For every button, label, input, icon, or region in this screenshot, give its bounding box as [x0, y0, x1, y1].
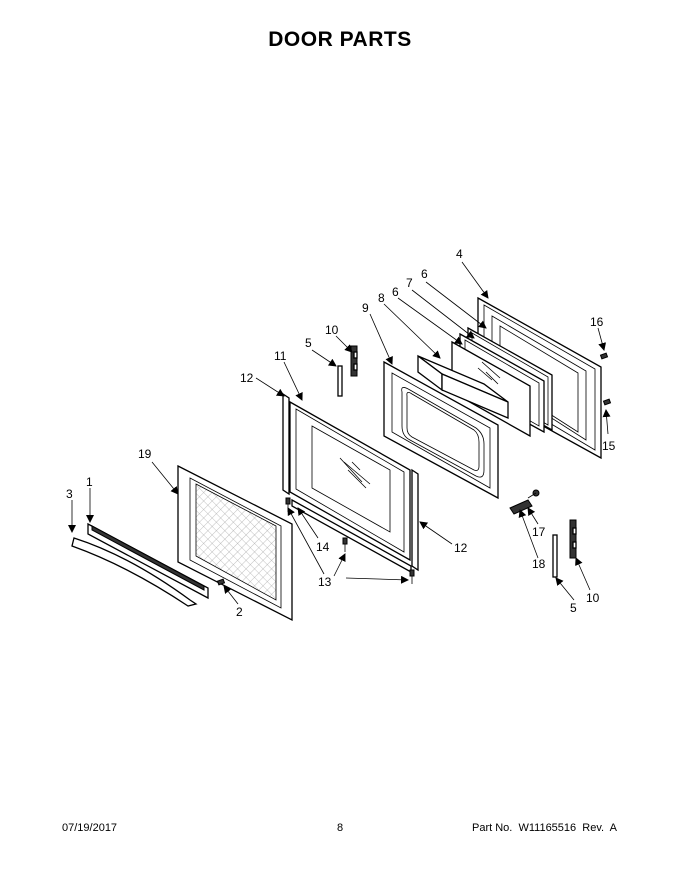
callout-14: 14 — [316, 540, 330, 554]
callout-16: 16 — [590, 315, 604, 329]
footer-page-number: 8 — [337, 822, 344, 834]
callout-6b: 6 — [392, 285, 399, 299]
callout-11: 11 — [274, 349, 287, 363]
callout-9: 9 — [362, 301, 369, 315]
callout-6a: 6 — [421, 267, 428, 281]
hinge-10-lower — [569, 519, 577, 559]
callout-10b: 10 — [586, 591, 600, 605]
door-insulation — [417, 354, 509, 419]
page-title: DOOR PARTS — [268, 28, 412, 51]
hinge-pin-5-upper — [337, 365, 343, 397]
callout-19: 19 — [138, 447, 152, 461]
callout-8: 8 — [378, 291, 385, 305]
callout-17: 17 — [532, 525, 546, 539]
callout-15: 15 — [602, 439, 616, 453]
callout-5a: 5 — [305, 336, 312, 350]
callout-2: 2 — [236, 605, 243, 619]
footer-part-number: Part No. W11165516 Rev. A — [472, 822, 617, 834]
side-trim-left — [282, 392, 290, 496]
screw-13b — [342, 537, 348, 552]
screw-16 — [599, 352, 609, 360]
callout-5b: 5 — [570, 601, 577, 615]
door-inner-panel — [383, 360, 499, 500]
latch-bracket-17 — [509, 489, 540, 515]
leader-lines — [68, 261, 611, 605]
callout-1: 1 — [86, 475, 93, 489]
callout-7: 7 — [406, 276, 413, 290]
handle-screw-2 — [216, 578, 226, 586]
screw-15 — [602, 398, 612, 406]
callout-4: 4 — [456, 247, 463, 261]
callout-18: 18 — [532, 557, 546, 571]
footer-date: 07/19/2017 — [62, 822, 118, 834]
callout-10a: 10 — [325, 323, 339, 337]
callout-3: 3 — [66, 487, 73, 501]
screw-13c — [409, 569, 415, 584]
door-handle — [71, 522, 209, 607]
callout-13: 13 — [318, 575, 332, 589]
hinge-10-upper — [350, 345, 358, 377]
callout-12b: 12 — [454, 541, 468, 555]
callout-12a: 12 — [240, 371, 254, 385]
door-glass-frame — [289, 400, 411, 562]
outer-door-panel — [177, 464, 293, 622]
hinge-pin-5-lower — [552, 534, 558, 578]
side-trim-right — [411, 468, 419, 572]
